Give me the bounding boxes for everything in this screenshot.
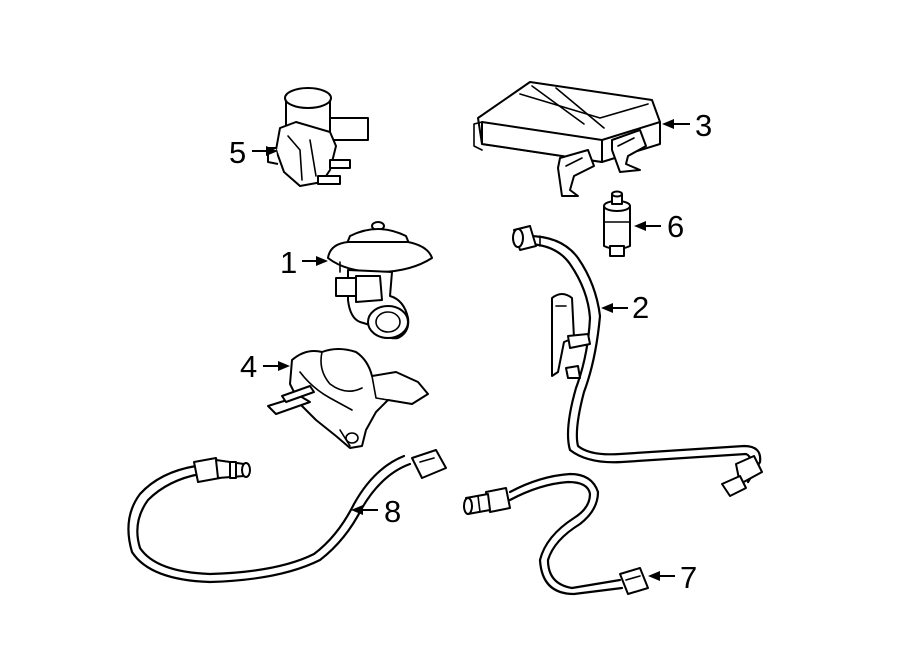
part-5-solenoid-valve <box>267 87 369 187</box>
svg-text:1: 1 <box>280 245 297 280</box>
svg-text:3: 3 <box>695 108 712 143</box>
svg-text:4: 4 <box>240 349 257 384</box>
callout-5: 5 <box>229 135 278 170</box>
part-7-oxygen-sensor <box>463 472 649 596</box>
callout-6: 6 <box>634 209 684 244</box>
callout-7: 7 <box>648 560 697 595</box>
part-6-purge-valve <box>603 190 631 257</box>
part-2-vapor-hose <box>512 225 763 497</box>
svg-text:5: 5 <box>229 135 246 170</box>
callout-3: 3 <box>662 108 712 143</box>
svg-text:7: 7 <box>680 560 697 595</box>
svg-text:6: 6 <box>667 209 684 244</box>
svg-text:8: 8 <box>384 494 401 529</box>
callout-2: 2 <box>601 290 649 325</box>
callout-4: 4 <box>240 349 290 384</box>
callout-8: 8 <box>351 494 401 529</box>
part-4-bracket <box>267 348 429 449</box>
part-1-egr-valve <box>327 221 433 340</box>
callout-1: 1 <box>280 245 328 280</box>
svg-text:2: 2 <box>632 290 649 325</box>
part-3-charcoal-canister <box>473 81 661 197</box>
